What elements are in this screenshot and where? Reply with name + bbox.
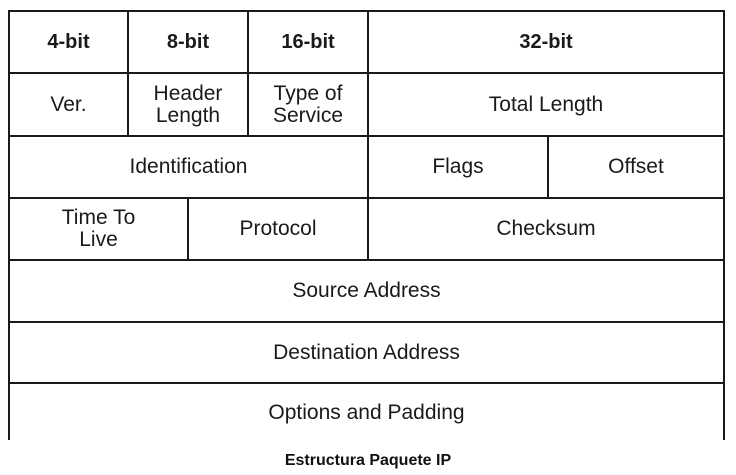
field-offset: Offset: [608, 155, 664, 178]
field-flags: Flags: [369, 137, 549, 197]
field-destination-address: Destination Address: [273, 340, 460, 364]
row-options: Options and Padding: [10, 384, 723, 442]
field-identification: Identification: [10, 137, 369, 197]
header-32bit: 32-bit: [519, 31, 573, 53]
field-checksum: Checksum: [496, 217, 596, 240]
field-time-to-live: Time To Live: [10, 199, 189, 259]
row-destination-address: Destination Address: [10, 323, 723, 384]
field-total-length: Total Length: [488, 92, 604, 116]
field-header-length: Header Length: [129, 74, 249, 135]
header-4bit: 4-bit: [10, 12, 129, 72]
header-16bit: 16-bit: [249, 12, 369, 72]
field-options-and-padding: Options and Padding: [268, 401, 465, 424]
field-type-of-service: Type of Service: [249, 74, 369, 135]
field-protocol: Protocol: [189, 199, 369, 259]
ip-packet-diagram: 4-bit 8-bit 16-bit 32-bit Ver. Header Le…: [8, 10, 725, 440]
field-source-address: Source Address: [292, 279, 441, 302]
row-ttl: Time To Live Protocol Checksum: [10, 199, 723, 261]
diagram-caption: Estructura Paquete IP: [284, 452, 452, 469]
row-identification: Identification Flags Offset: [10, 137, 723, 199]
row-source-address: Source Address: [10, 261, 723, 323]
row-version: Ver. Header Length Type of Service Total…: [10, 74, 723, 137]
field-version: Ver.: [10, 74, 129, 135]
header-8bit: 8-bit: [129, 12, 249, 72]
header-row: 4-bit 8-bit 16-bit 32-bit: [10, 12, 723, 74]
